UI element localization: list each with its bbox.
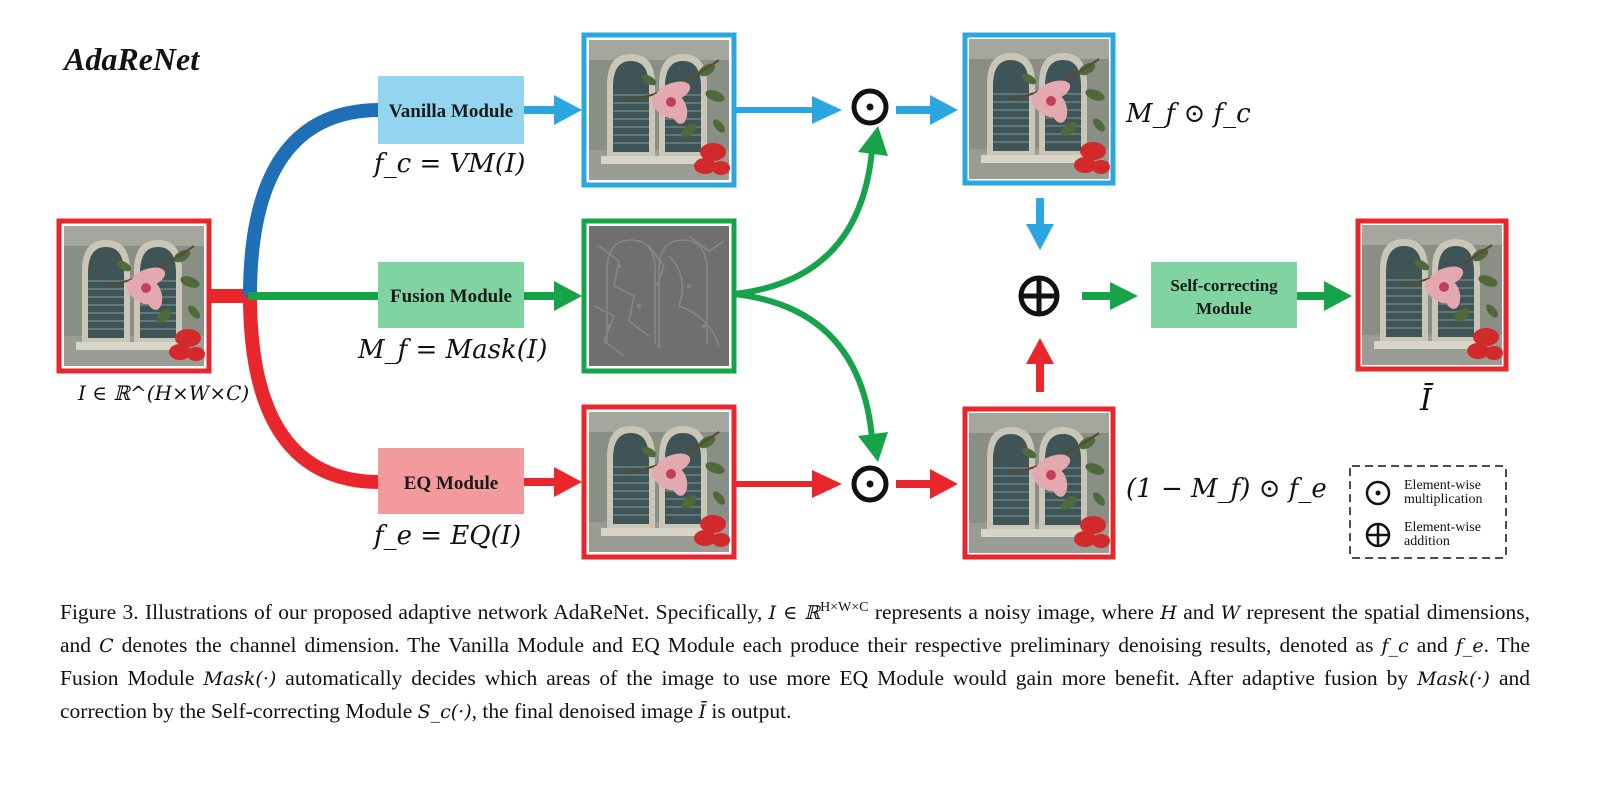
output-image xyxy=(1355,218,1509,372)
self-correcting-label-line2: Module xyxy=(1196,299,1252,318)
caption-text: . The Fusion Module xyxy=(60,633,1531,691)
bottom-product-image xyxy=(962,406,1116,560)
caption-text: Figure 3. Illustrations of our proposed … xyxy=(60,600,769,625)
branch-lines xyxy=(209,103,381,489)
caption-text: and xyxy=(1408,633,1456,658)
caption-text: represent the spatial dimensions, and xyxy=(60,600,1531,658)
to-multiply-arrows xyxy=(733,96,888,498)
adarenet-diagram: AdaReNet I ∈ ℝ^(H×W×C) Vanilla Module Fu… xyxy=(56,32,1509,560)
top-product-image xyxy=(962,32,1116,186)
fusion-module-label: Fusion Module xyxy=(390,286,512,307)
top-product-label: M_f ⊙ f_c xyxy=(1125,99,1251,129)
multiply-node-bottom xyxy=(851,465,889,503)
input-image xyxy=(56,218,212,374)
figure-caption: Figure 3. Illustrations of our proposed … xyxy=(60,592,1530,728)
fusion-mask-image xyxy=(581,218,737,374)
fusion-module-box: Fusion Module xyxy=(378,262,524,328)
module-output-arrows xyxy=(524,95,582,497)
vanilla-output-image xyxy=(581,32,737,188)
legend-multiply-line1: Element-wise xyxy=(1404,478,1481,493)
output-label: Ī xyxy=(1419,383,1434,418)
legend-multiply-icon xyxy=(1365,480,1391,506)
multiply-node-top xyxy=(851,88,889,126)
caption-text: is output. xyxy=(706,699,792,724)
legend-addition-icon xyxy=(1365,522,1391,548)
caption-math: Mask(·) xyxy=(1417,668,1490,691)
legend: Element-wise multiplication Element-wise… xyxy=(1349,465,1507,559)
caption-text: , the final denoised image xyxy=(471,699,699,724)
bottom-product-label: (1 − M_f) ⊙ f_e xyxy=(1126,474,1327,504)
eq-module-box: EQ Module xyxy=(378,448,524,514)
caption-math: f_e xyxy=(1455,635,1484,658)
fc-equation: f_c = VM(I) xyxy=(372,149,525,179)
caption-text: automatically decides which areas of the… xyxy=(276,666,1418,691)
caption-math: C xyxy=(99,635,114,658)
eq-output-image xyxy=(581,404,737,560)
mf-equation: M_f = Mask(I) xyxy=(357,335,547,365)
self-correcting-module-box: Self-correcting Module xyxy=(1151,262,1297,328)
to-self-correcting-arrow xyxy=(1082,282,1138,310)
caption-math: Mask(·) xyxy=(203,668,277,691)
caption-text: denotes the channel dimension. The Vanil… xyxy=(113,633,1382,658)
caption-math: H xyxy=(1160,602,1177,625)
input-label: I ∈ ℝ^(H×W×C) xyxy=(77,381,249,405)
fe-equation: f_e = EQ(I) xyxy=(372,521,521,551)
vanilla-module-label: Vanilla Module xyxy=(389,101,513,122)
addition-node xyxy=(1018,275,1060,317)
caption-math-superscript: H×W×C xyxy=(820,600,869,615)
caption-math: f_c xyxy=(1381,635,1409,658)
vanilla-module-box: Vanilla Module xyxy=(378,76,524,144)
caption-text: and xyxy=(1176,600,1221,625)
legend-addition-line2: addition xyxy=(1404,534,1450,549)
self-correcting-label-line1: Self-correcting xyxy=(1170,276,1278,295)
caption-math: W xyxy=(1220,602,1241,625)
caption-text: represents a noisy image, where xyxy=(868,600,1161,625)
to-addition-arrows xyxy=(1026,198,1054,392)
product-arrows xyxy=(896,95,958,499)
legend-addition-line1: Element-wise xyxy=(1404,520,1481,535)
caption-math: Ī xyxy=(698,701,707,724)
diagram-title: AdaReNet xyxy=(62,41,200,77)
eq-module-label: EQ Module xyxy=(404,473,498,494)
caption-text: and correction by the Self-correcting Mo… xyxy=(60,666,1531,724)
legend-multiply-line2: multiplication xyxy=(1404,492,1483,507)
caption-math: I ∈ ℝ xyxy=(768,602,821,625)
caption-math: S_c(·) xyxy=(417,701,472,724)
to-output-arrow xyxy=(1297,281,1352,311)
